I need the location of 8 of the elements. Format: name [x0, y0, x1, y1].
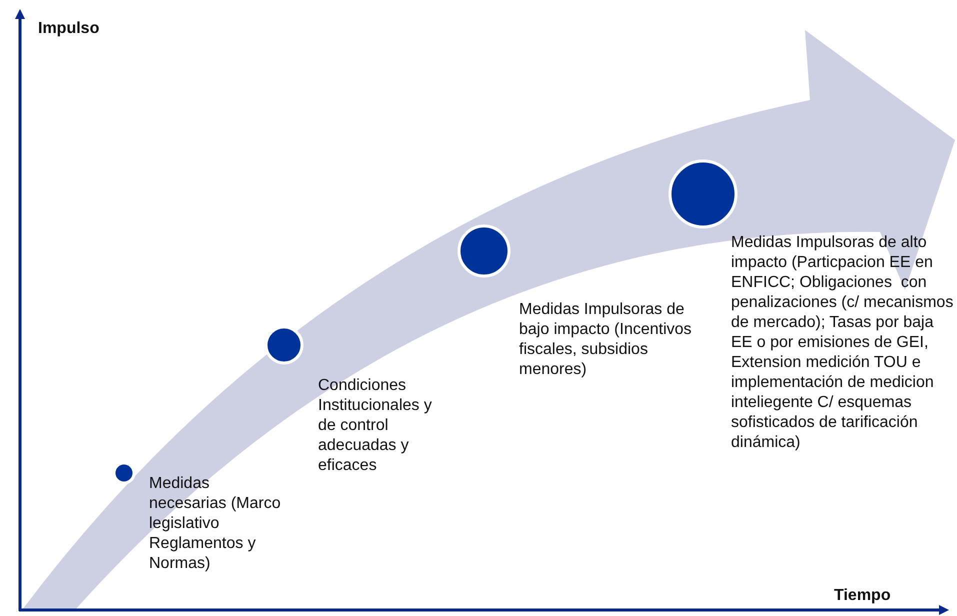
caption-text: Condiciones Institucionales y de control adecuadas y eficaces [318, 376, 433, 476]
caption-text: Medidas necesarias (Marco legislativo Reglamentos y Normas) [149, 474, 282, 574]
axis-label: Impulso [38, 20, 100, 38]
circle-marker [456, 223, 512, 279]
caption-text: Medidas Impulsoras de alto impacto (Particpacion EE en ENFICC; Obligaciones con penalizaciones (c/ mecanismos de mercado); Tasas por baja EE o por emisiones de GEI, Extension medición TOU e implementación de medicion inteliegente C/ esquemas sofisticados de tarificación dinámica) [731, 233, 954, 453]
caption-text: Medidas Impulsoras de bajo impacto (Incentivos fiscales, subsidios menores) [519, 300, 693, 380]
circle-marker [667, 158, 739, 230]
axis-label: Tiempo [834, 587, 891, 605]
